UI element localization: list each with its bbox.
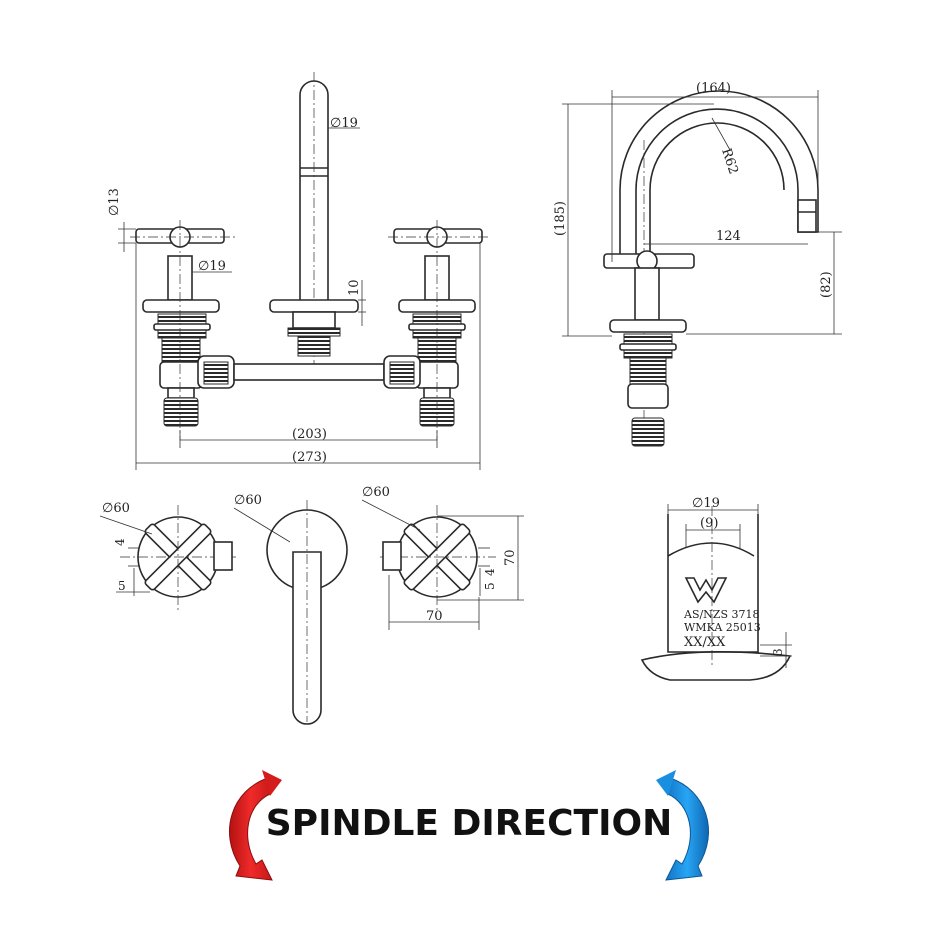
dim-left-offset-4: 4 (113, 538, 127, 546)
dim-width: 70 (426, 609, 443, 624)
standard-line-1: AS/NZS 3718 (683, 608, 759, 621)
dim-outlet-reach: 124 (716, 229, 741, 244)
hot-arrow-icon (228, 770, 282, 881)
dim-spout-top-dia: ∅60 (234, 493, 262, 508)
dim-spout-dia: ∅19 (330, 116, 358, 131)
dim-reach: (164) (696, 81, 731, 96)
spout-outlet-detail: AS/NZS 3718 WMKA 25013 XX/XX ∅19 (9) 3 (640, 496, 792, 681)
dim-height: (185) (553, 201, 568, 236)
dim-body-dia: ∅19 (198, 259, 226, 274)
dim-radius: R62 (718, 147, 740, 177)
standard-line-2: WMKA 25013 (684, 621, 761, 634)
dim-outlet-height: (82) (819, 271, 834, 298)
side-view: R62 (164) (185) 124 (82) (553, 81, 842, 447)
dim-overall-width: (273) (292, 450, 327, 465)
spindle-direction-title: SPINDLE DIRECTION (265, 803, 673, 844)
cold-arrow-icon (656, 770, 710, 881)
dim-left-handle-dia: ∅60 (102, 501, 130, 516)
left-valve (130, 220, 235, 440)
dim-right-offset-4: 4 (483, 568, 497, 576)
front-view: ∅19 ∅13 ∅19 10 (203) (273) (107, 72, 490, 470)
dim-inner-width: (203) (292, 427, 327, 442)
dim-left-offset-5: 5 (118, 579, 126, 593)
date-marks: XX/XX (684, 635, 726, 650)
dim-right-offset-5: 5 (483, 582, 497, 590)
right-valve (388, 220, 490, 440)
dim-outlet-inner: (9) (700, 516, 718, 531)
dim-right-handle-dia: ∅60 (362, 485, 390, 500)
dim-outlet-dia: ∅19 (692, 496, 720, 511)
dim-lip: 3 (771, 648, 785, 656)
dim-depth: 70 (503, 549, 518, 566)
dim-handle-dia: ∅13 (107, 188, 122, 216)
dim-flange-height: 10 (347, 279, 362, 296)
top-view: ∅60 ∅60 ∅60 4 5 4 5 70 70 (99, 485, 524, 725)
